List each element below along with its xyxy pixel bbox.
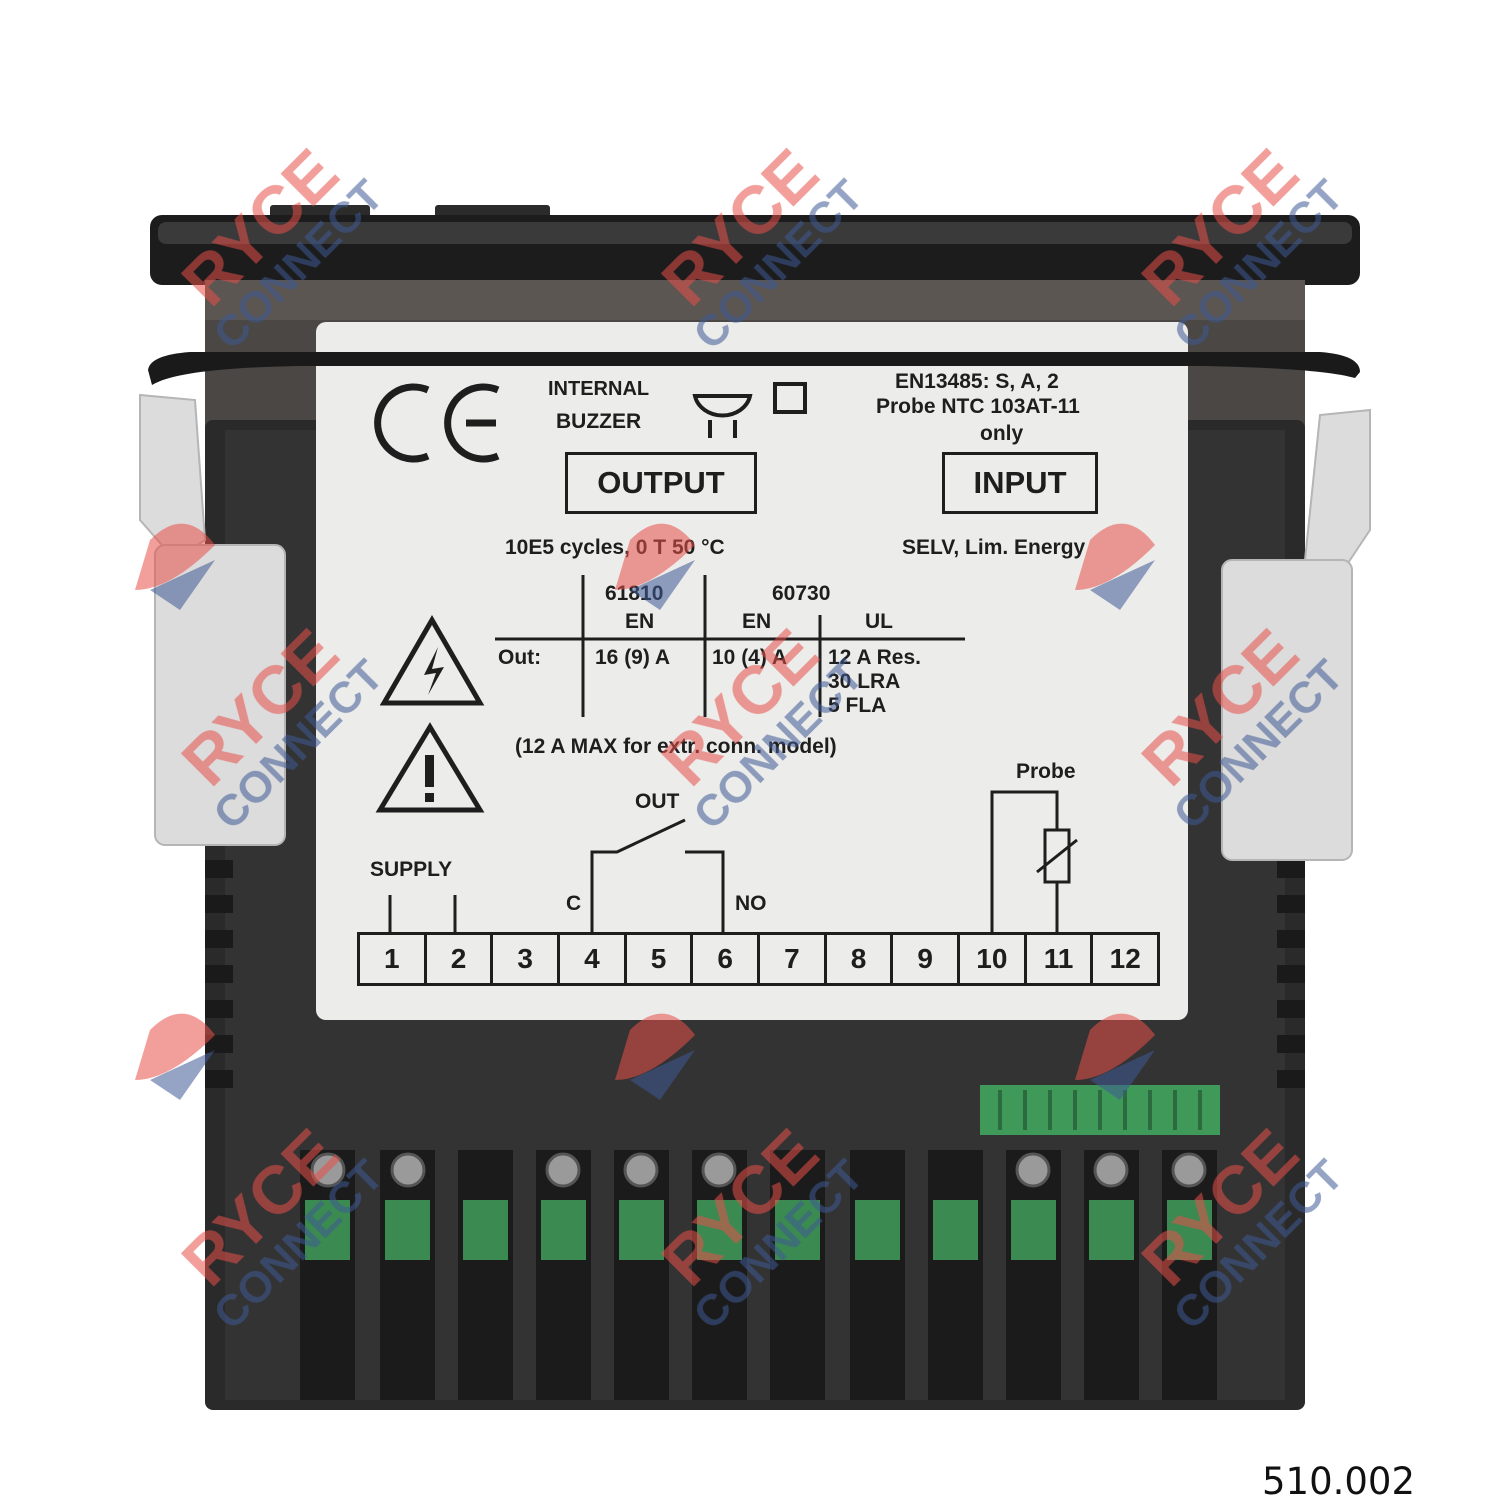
output-box: OUTPUT bbox=[565, 452, 757, 514]
rating-ul-3: 5 FLA bbox=[828, 694, 887, 717]
col-en-1: EN bbox=[625, 610, 655, 633]
terminal-3: 3 bbox=[493, 935, 561, 983]
input-note: SELV, Lim. Energy bbox=[902, 536, 1086, 559]
out-label: OUT bbox=[635, 790, 680, 813]
ratings-table-lines bbox=[495, 575, 965, 717]
terminal-11: 11 bbox=[1027, 935, 1094, 983]
buzzer-label: BUZZER bbox=[556, 410, 642, 433]
max-note: (12 A MAX for extr. conn. model) bbox=[515, 735, 837, 758]
terminal-7: 7 bbox=[760, 935, 827, 983]
terminal-5: 5 bbox=[627, 935, 694, 983]
terminal-9: 9 bbox=[893, 935, 961, 983]
row-out-label: Out: bbox=[498, 646, 542, 669]
terminal-strip: 1 2 3 4 5 6 7 8 9 10 11 12 bbox=[357, 932, 1160, 986]
output-note: 10E5 cycles, 0 T 50 °C bbox=[505, 536, 725, 559]
terminal-4: 4 bbox=[560, 935, 627, 983]
rating-ul-1: 12 A Res. bbox=[828, 646, 921, 669]
caution-warning-icon bbox=[375, 722, 485, 813]
terminal-1: 1 bbox=[360, 935, 427, 983]
common-label: C bbox=[566, 892, 582, 915]
terminal-6: 6 bbox=[693, 935, 761, 983]
rating-ul-2: 30 LRA bbox=[828, 670, 901, 693]
internal-label: INTERNAL bbox=[548, 378, 650, 400]
probe-spec-label: Probe NTC 103AT-11 bbox=[876, 395, 1080, 418]
rating-61810: 16 (9) A bbox=[595, 646, 671, 669]
ce-mark-icon bbox=[374, 383, 500, 463]
terminal-12: 12 bbox=[1109, 943, 1141, 974]
col-61810: 61810 bbox=[605, 582, 664, 605]
standard-label: EN13485: S, A, 2 bbox=[895, 370, 1059, 393]
supply-label: SUPPLY bbox=[370, 858, 453, 881]
terminal-10: 10 bbox=[960, 935, 1027, 983]
terminal-8: 8 bbox=[827, 935, 894, 983]
input-box: INPUT bbox=[942, 452, 1098, 514]
buzzer-icon bbox=[692, 382, 807, 438]
rating-60730: 10 (4) A bbox=[712, 646, 788, 669]
col-en-2: EN bbox=[742, 610, 772, 633]
wiring-diagram bbox=[388, 790, 1078, 932]
probe-label: Probe bbox=[1016, 760, 1076, 783]
terminal-2: 2 bbox=[427, 935, 494, 983]
col-60730: 60730 bbox=[772, 582, 831, 605]
product-code: 510.002 bbox=[1262, 1460, 1416, 1503]
high-voltage-warning-icon bbox=[380, 615, 485, 706]
no-label: NO bbox=[735, 892, 767, 915]
probe-spec-only-label: only bbox=[980, 422, 1024, 445]
col-ul: UL bbox=[865, 610, 893, 633]
